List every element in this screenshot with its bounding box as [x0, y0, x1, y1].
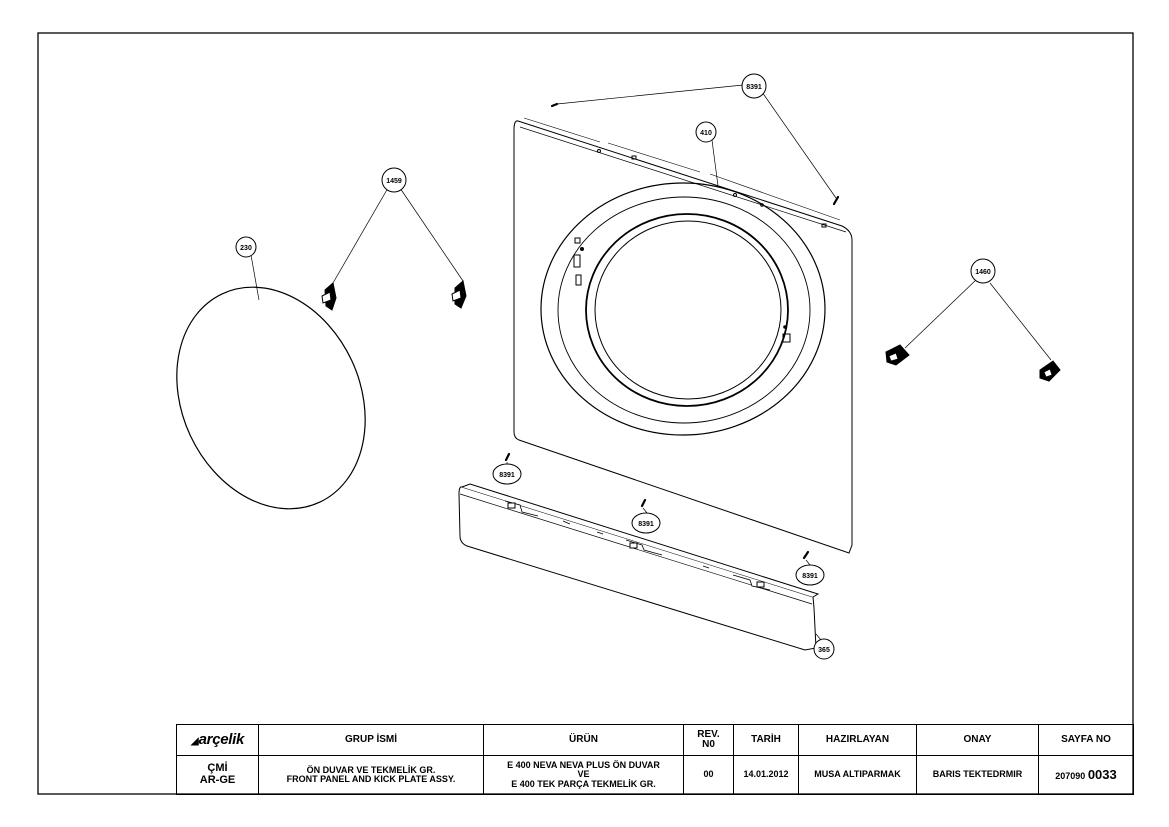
callout-365: 365: [818, 647, 830, 654]
rev-cell: 00: [683, 755, 734, 795]
door-gasket: [176, 286, 366, 510]
group-name-cell: ÖN DUVAR VE TEKMELİK GR.FRONT PANEL AND …: [258, 755, 484, 795]
header-product: ÜRÜN: [483, 724, 684, 756]
callout-410: 410: [700, 130, 712, 137]
dept-line2: AR-GE: [199, 774, 236, 786]
kick-plate: [458, 483, 820, 651]
callout-8391-left: 8391: [499, 472, 515, 479]
date-cell: 14.01.2012: [733, 755, 799, 795]
callout-8391-mid: 8391: [638, 521, 654, 528]
hinge-clips: [321, 280, 467, 311]
prepared-by-cell: MUSA ALTIPARMAK: [798, 755, 917, 795]
group-line2: FRONT PANEL AND KICK PLATE ASSY.: [286, 774, 456, 784]
callout-8391-right: 8391: [802, 573, 818, 580]
callout-1460: 1460: [975, 269, 991, 276]
group-line1: ÖN DUVAR VE TEKMELİK GR.: [306, 764, 436, 775]
header-rev-line1: REV.: [697, 728, 720, 740]
brand-name: arçelik: [198, 731, 245, 749]
callout-1459: 1459: [386, 178, 402, 185]
product-line2: VE: [577, 769, 590, 780]
brand-logo: ◢arçelik: [176, 724, 259, 756]
header-prepared-by: HAZIRLAYAN: [798, 724, 917, 756]
header-rev-line2: N0: [702, 739, 715, 750]
screws: [504, 102, 840, 560]
page-number: 0033: [1087, 767, 1117, 783]
callout-230: 230: [240, 245, 252, 252]
dept-line1: ÇMİ: [207, 762, 228, 775]
approval-cell: BARIS TEKTEDRMIR: [916, 755, 1039, 795]
product-line3: E 400 TEK PARÇA TEKMELİK GR.: [511, 778, 656, 789]
header-page-no: SAYFA NO: [1038, 724, 1134, 756]
lock-clips: [885, 344, 1061, 382]
front-panel: [513, 117, 853, 554]
leader-lines: [250, 84, 1052, 641]
product-line1: E 400 NEVA NEVA PLUS ÖN DUVAR: [507, 759, 660, 770]
header-approval: ONAY: [916, 724, 1039, 756]
title-block: ◢arçelik GRUP İSMİ ÜRÜN REV.N0 TARİH HAZ…: [176, 724, 1134, 795]
callout-bubbles: [235, 73, 996, 660]
page-prefix: 207090: [1055, 771, 1086, 782]
callout-labels: 8391 410 1459 230 1460 8391 8391 8391 36…: [240, 84, 991, 654]
callout-8391-top: 8391: [746, 84, 762, 91]
brand-mark-icon: ◢: [190, 736, 199, 748]
header-group-name: GRUP İSMİ: [258, 724, 484, 756]
header-rev: REV.N0: [683, 724, 734, 756]
page-no-cell: 207090 0033: [1038, 755, 1134, 795]
header-date: TARİH: [733, 724, 799, 756]
